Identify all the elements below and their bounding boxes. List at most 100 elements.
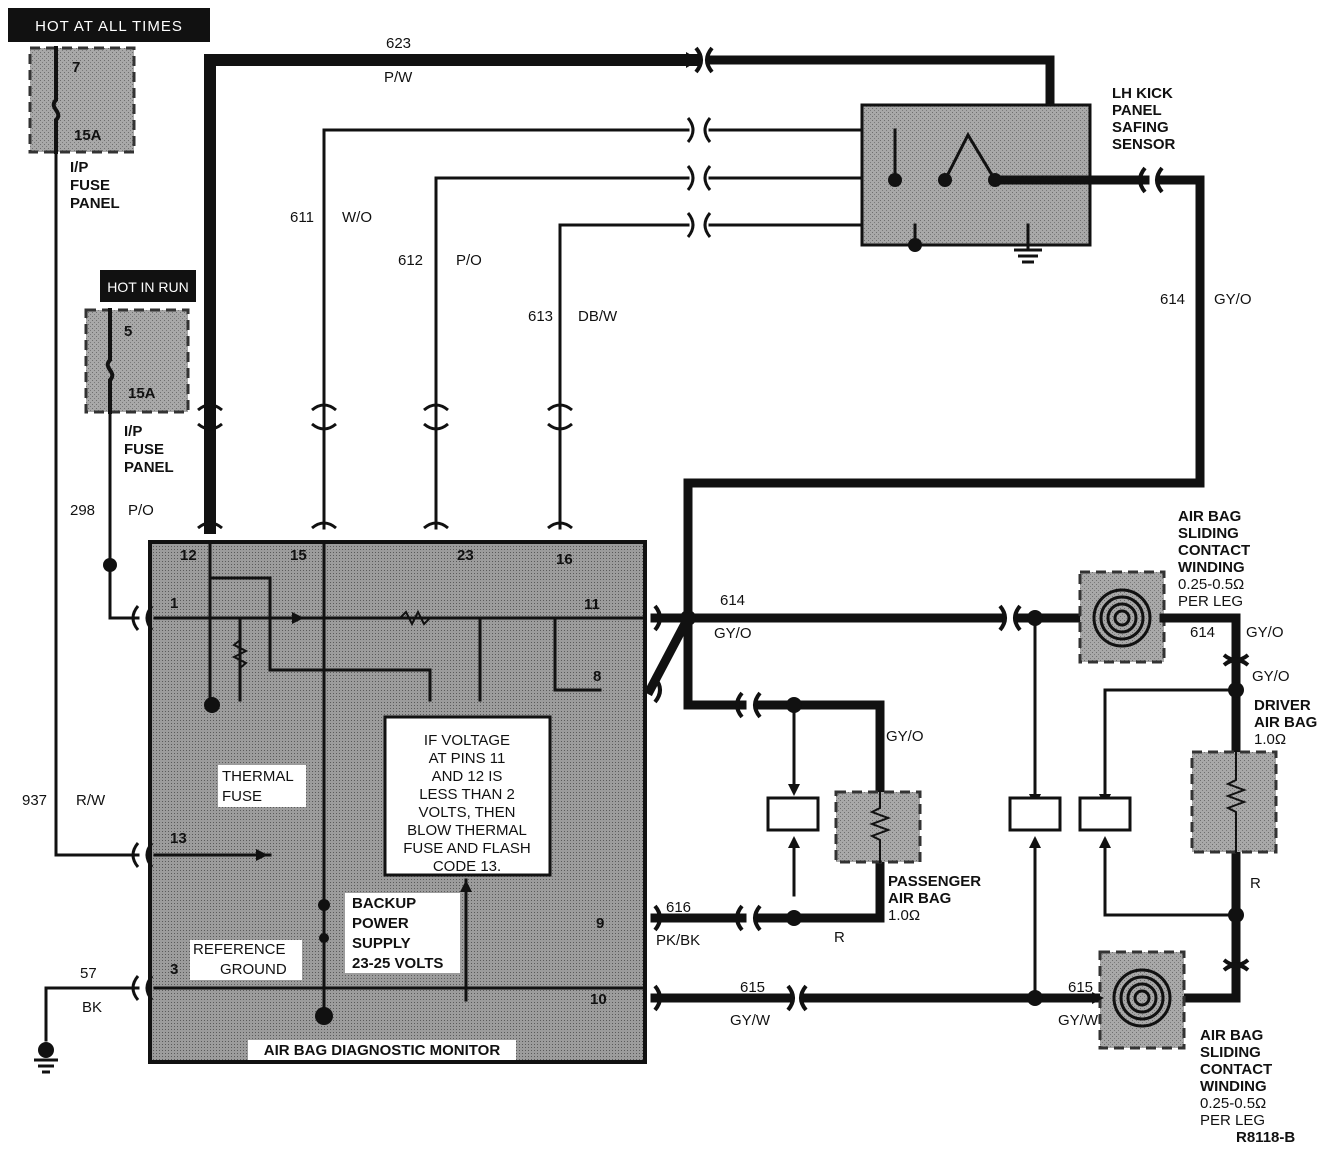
svg-text:SLIDING: SLIDING (1200, 1044, 1261, 1061)
wire-614-mid: 614 GY/O (643, 592, 1090, 704)
figure-code: R8118-B (1236, 1129, 1295, 1146)
svg-text:614: 614 (1190, 624, 1215, 641)
wire-614-main: 614 GY/O (683, 166, 1252, 623)
monitor-left-connectors (145, 605, 154, 1001)
svg-text:P/W: P/W (384, 69, 413, 86)
svg-text:AND 12 IS: AND 12 IS (432, 768, 503, 785)
fuse-block-top: 7 15A (28, 46, 136, 154)
svg-text:REFERENCE: REFERENCE (193, 941, 286, 958)
wire-612: 612 P/O (398, 165, 897, 530)
svg-text:16: 16 (556, 551, 573, 568)
svg-text:11: 11 (584, 596, 600, 613)
svg-text:W/O: W/O (342, 209, 372, 226)
svg-text:PK/BK: PK/BK (656, 932, 700, 949)
svg-text:BK: BK (82, 999, 102, 1016)
svg-text:15: 15 (290, 547, 307, 564)
sliding-contact-winding-top (1078, 570, 1241, 664)
svg-text:I/P: I/P (124, 423, 142, 440)
svg-text:614: 614 (1160, 291, 1185, 308)
svg-text:13: 13 (170, 830, 187, 847)
svg-text:611: 611 (290, 209, 314, 226)
svg-text:FUSE: FUSE (70, 177, 110, 194)
svg-text:BLOW THERMAL: BLOW THERMAL (407, 822, 527, 839)
svg-text:PANEL: PANEL (124, 459, 174, 476)
svg-text:POWER: POWER (352, 915, 409, 932)
svg-text:12: 12 (180, 547, 197, 564)
svg-text:AIR BAG: AIR BAG (1254, 714, 1317, 731)
monitor-title: AIR BAG DIAGNOSTIC MONITOR (248, 1040, 516, 1060)
safing-sensor-label: LH KICK PANEL SAFING SENSOR (1112, 85, 1176, 153)
svg-text:1.0Ω: 1.0Ω (888, 907, 920, 924)
driver-air-bag (1190, 750, 1278, 854)
sliding-contact-winding-bottom (1092, 950, 1186, 1050)
svg-text:SUPPLY: SUPPLY (352, 935, 411, 952)
svg-text:LH KICK: LH KICK (1112, 85, 1173, 102)
svg-text:P/O: P/O (128, 502, 154, 519)
svg-text:GY/W: GY/W (1058, 1012, 1099, 1029)
svg-text:WINDING: WINDING (1178, 559, 1245, 576)
monitor-pins: 12 15 23 16 1 11 8 13 9 3 10 (170, 547, 607, 1008)
svg-text:615: 615 (740, 979, 765, 996)
svg-text:298: 298 (70, 502, 95, 519)
svg-text:GY/O: GY/O (1252, 668, 1290, 685)
svg-text:PANEL: PANEL (70, 195, 120, 212)
svg-text:P/O: P/O (456, 252, 482, 269)
svg-text:1: 1 (170, 595, 178, 612)
svg-text:I/P: I/P (70, 159, 88, 176)
svg-text:612: 612 (398, 252, 423, 269)
hot-in-run-label: HOT IN RUN (100, 270, 196, 302)
svg-text:3: 3 (170, 961, 178, 978)
svg-text:R: R (1250, 875, 1261, 892)
svg-text:DB/W: DB/W (578, 308, 618, 325)
svg-text:0.25-0.5Ω: 0.25-0.5Ω (1178, 576, 1244, 593)
svg-text:THERMAL: THERMAL (222, 768, 294, 785)
svg-text:623: 623 (386, 35, 411, 52)
fuse-block-run: 5 15A (84, 308, 190, 414)
svg-text:AIR BAG: AIR BAG (888, 890, 951, 907)
svg-text:SLIDING: SLIDING (1178, 525, 1239, 542)
svg-text:9: 9 (596, 915, 604, 932)
svg-text:HOT IN RUN: HOT IN RUN (107, 279, 188, 295)
svg-text:PER LEG: PER LEG (1200, 1112, 1265, 1129)
svg-text:IF VOLTAGE: IF VOLTAGE (424, 732, 510, 749)
thermal-fuse-label: THERMAL FUSE (218, 765, 306, 807)
wire-613: 613 DB/W (528, 212, 864, 530)
svg-text:15A: 15A (128, 385, 156, 402)
svg-text:VOLTS, THEN: VOLTS, THEN (419, 804, 516, 821)
svg-text:HOT AT ALL TIMES: HOT AT ALL TIMES (35, 18, 183, 35)
svg-text:614: 614 (720, 592, 745, 609)
svg-text:SAFING: SAFING (1112, 119, 1169, 136)
monitor-top-connectors (197, 403, 573, 530)
svg-text:5: 5 (124, 323, 132, 340)
svg-text:FUSE AND FLASH: FUSE AND FLASH (403, 840, 531, 857)
svg-text:R: R (834, 929, 845, 946)
sensing-circuit-1 (1008, 616, 1062, 1000)
svg-text:57: 57 (80, 965, 97, 982)
svg-text:GY/O: GY/O (1214, 291, 1252, 308)
wire-937: 937 R/W (22, 150, 140, 868)
svg-text:23-25 VOLTS: 23-25 VOLTS (352, 955, 443, 972)
wire-615: 615 GY/W 615 GY/W (650, 979, 1105, 1029)
svg-text:CODE 13.: CODE 13. (433, 858, 501, 875)
fuse-run-panel-label: I/P FUSE PANEL (124, 423, 174, 476)
reference-ground-label: REFERENCE GROUND (190, 940, 302, 980)
svg-text:616: 616 (666, 899, 691, 916)
svg-text:GY/O: GY/O (886, 728, 924, 745)
passenger-circuit: GY/O R (683, 613, 924, 946)
svg-text:613: 613 (528, 308, 553, 325)
monitor-note: IF VOLTAGE AT PINS 11 AND 12 IS LESS THA… (383, 715, 552, 877)
svg-text:7: 7 (72, 59, 80, 76)
svg-text:GY/W: GY/W (730, 1012, 771, 1029)
svg-text:0.25-0.5Ω: 0.25-0.5Ω (1200, 1095, 1266, 1112)
backup-power-label: BACKUP POWER SUPPLY 23-25 VOLTS (345, 893, 460, 973)
svg-text:23: 23 (457, 547, 474, 564)
svg-text:GY/O: GY/O (714, 625, 752, 642)
passenger-air-bag (834, 790, 922, 864)
svg-text:1.0Ω: 1.0Ω (1254, 731, 1286, 748)
sliding-contact-winding-top-label: AIR BAG SLIDING CONTACT WINDING 0.25-0.5… (1178, 508, 1290, 685)
svg-text:PASSENGER: PASSENGER (888, 873, 981, 890)
svg-text:PANEL: PANEL (1112, 102, 1162, 119)
svg-text:R/W: R/W (76, 792, 106, 809)
driver-circuit: R (1078, 653, 1261, 1003)
